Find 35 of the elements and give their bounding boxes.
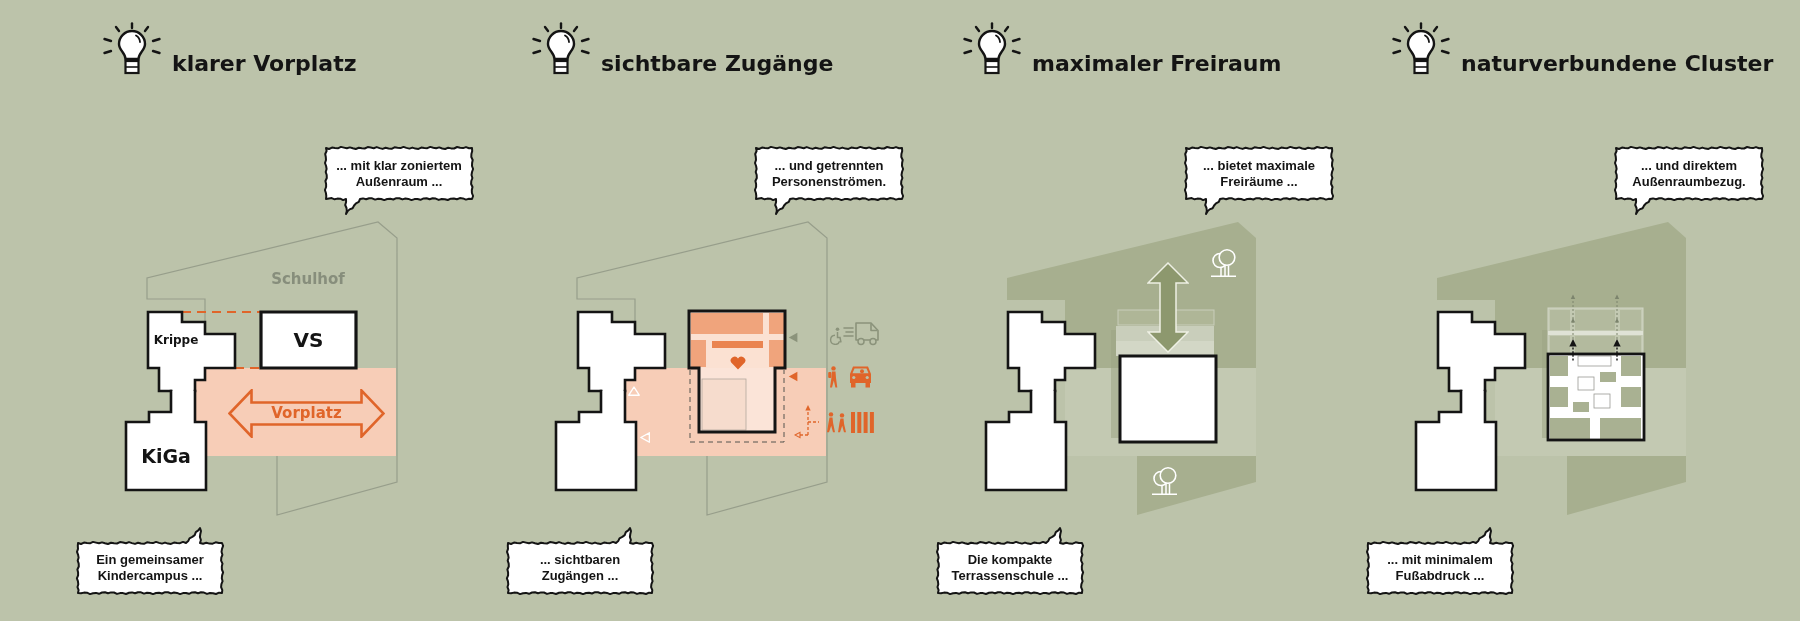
panel-heading: klarer Vorplatz	[172, 51, 357, 77]
bubble-text: ... mit klar zoniertem Außenraum ...	[335, 157, 463, 190]
building-footprint	[1435, 309, 1528, 394]
building-footprint	[553, 388, 639, 493]
bubble-text: ... und getrennten Personenströmen.	[770, 157, 888, 190]
dashed-line	[182, 310, 261, 314]
building-label: VS	[293, 328, 324, 352]
speech-bubble	[1613, 145, 1765, 217]
building-footprint	[1005, 309, 1098, 394]
panel-heading: sichtbare Zugänge	[601, 51, 834, 77]
building-footprint	[258, 309, 359, 371]
building-label: Krippe	[153, 334, 199, 348]
panel-heading: maximaler Freiraum	[1032, 51, 1282, 77]
speech-bubble	[505, 525, 655, 596]
zone-label: Vorplatz	[271, 404, 342, 423]
bubble-text: Die kompakte Terrassenschule ...	[950, 552, 1070, 584]
bubble-text: ... und direktem Außenraumbezug.	[1631, 157, 1747, 190]
building-footprint	[1413, 388, 1499, 493]
speech-bubble	[753, 145, 905, 217]
bubble-text: ... bietet maximale Freiräume ...	[1202, 157, 1316, 190]
bubble-text: ... sichtbaren Zugängen ...	[538, 552, 622, 584]
speech-bubble	[1183, 145, 1335, 217]
bubble-text: ... mit minimalem Fußabdruck ...	[1386, 552, 1494, 584]
building-label: KiGa	[141, 446, 191, 468]
dashed-line	[235, 366, 261, 370]
building-footprint	[123, 388, 209, 493]
speech-bubble	[935, 525, 1085, 596]
speech-bubble	[1365, 525, 1515, 596]
building-footprint	[983, 388, 1069, 493]
speech-bubble	[75, 525, 225, 596]
speech-bubble	[323, 145, 475, 217]
bubble-text: Ein gemeinsamer Kindercampus ...	[95, 552, 205, 584]
building-footprint	[145, 309, 238, 394]
building-footprint	[575, 309, 668, 394]
panel-heading: naturverbundene Cluster	[1461, 51, 1774, 77]
